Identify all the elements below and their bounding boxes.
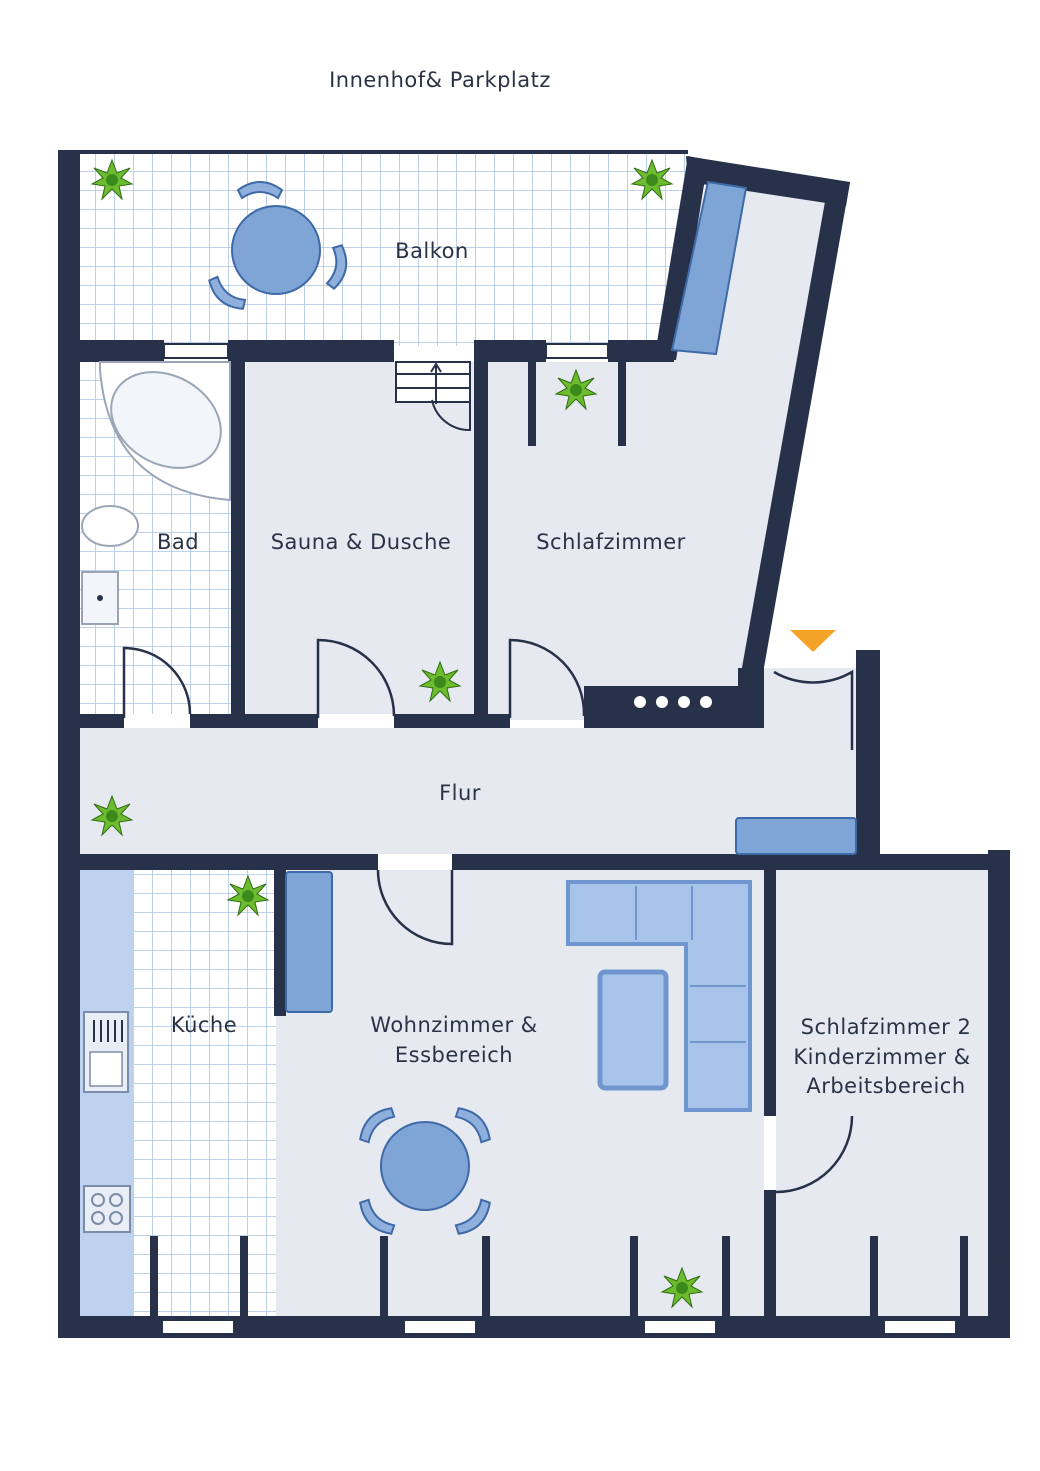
sideboard-icon [285, 871, 333, 1013]
wardrobe-icon [670, 180, 748, 356]
sofa-icon [566, 880, 752, 1112]
room-labels: Balkon Bad Sauna & Dusche Schlafzimmer F… [157, 239, 971, 1098]
stair-hatch [395, 361, 471, 432]
room-label-wohnzimmer-2: Essbereich [395, 1043, 513, 1067]
kitchen-counter [80, 870, 134, 1316]
doors [122, 638, 854, 1194]
room-label-bad: Bad [157, 530, 199, 554]
room-label-schlafzimmer2-2: Kinderzimmer & [793, 1045, 970, 1069]
room-label-flur: Flur [439, 781, 481, 805]
walls [58, 150, 1010, 1338]
header-label: Innenhof& Parkplatz [329, 68, 551, 92]
balcony-table-icon [203, 181, 351, 316]
room-label-kueche: Küche [171, 1013, 237, 1037]
logo: onOffice [992, 1238, 1005, 1290]
entry-arrow-icon [790, 630, 836, 652]
room-label-schlafzimmer: Schlafzimmer [536, 530, 686, 554]
bench-icon [735, 817, 857, 855]
room-label-schlafzimmer2-1: Schlafzimmer 2 [801, 1015, 972, 1039]
room-label-sauna: Sauna & Dusche [271, 530, 452, 554]
windows [161, 343, 957, 1335]
coffee-table-icon [597, 969, 669, 1091]
floors [80, 152, 990, 1318]
room-label-balkon: Balkon [395, 239, 469, 263]
dining-table-icon [353, 1101, 497, 1241]
room-label-schlafzimmer2-3: Arbeitsbereich [806, 1074, 965, 1098]
bathtub-icon [110, 371, 222, 469]
room-label-wohnzimmer-1: Wohnzimmer & [370, 1013, 537, 1037]
heater-icon [634, 696, 712, 708]
stove-icon [83, 1185, 131, 1233]
bath-fixtures [81, 361, 231, 625]
toilet-icon [81, 505, 139, 547]
